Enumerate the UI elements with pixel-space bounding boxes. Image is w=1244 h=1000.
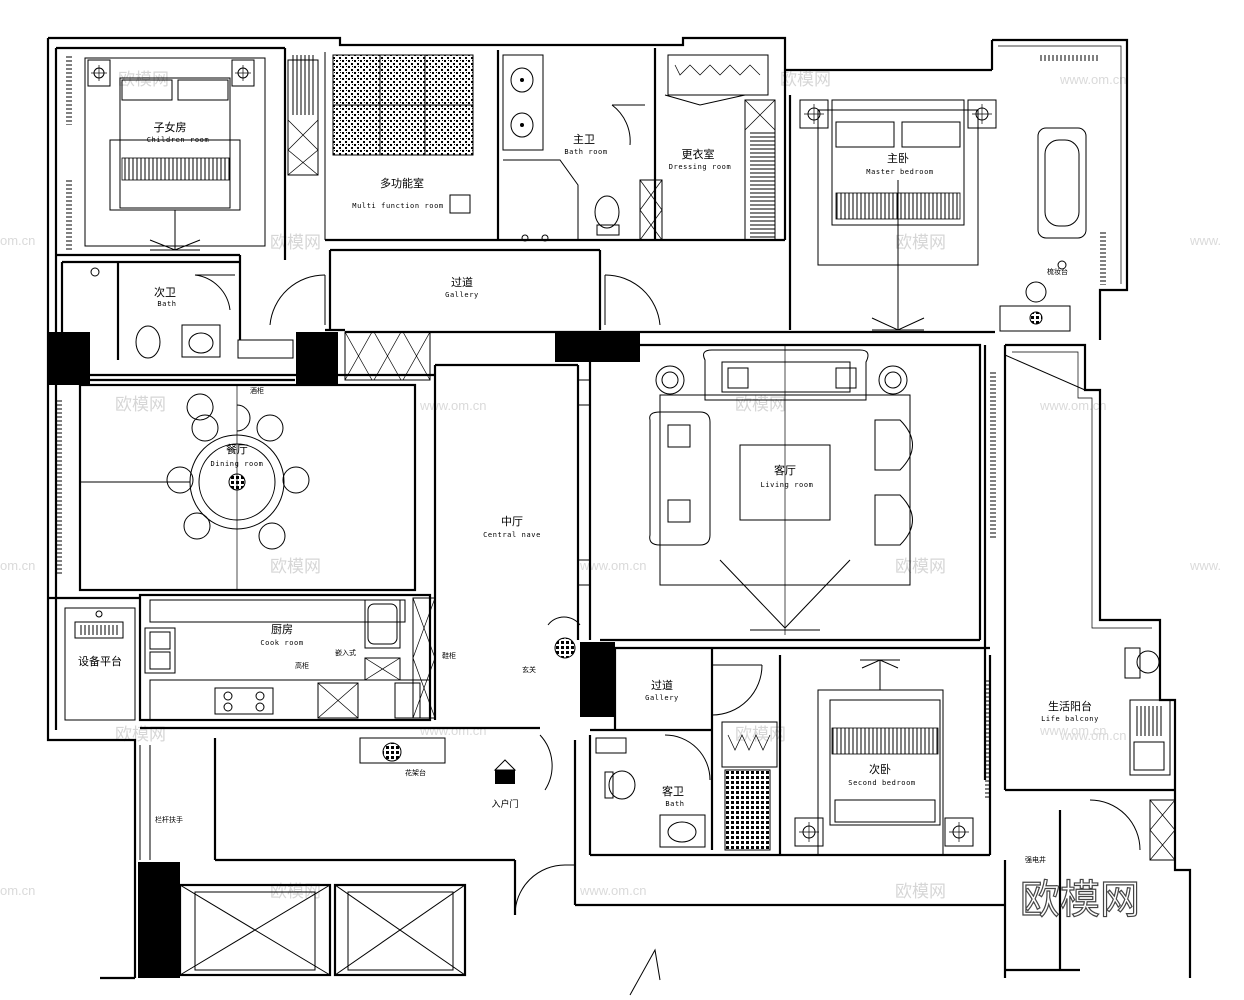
gallery-bottom-label: 过道 [651, 678, 673, 692]
svg-text:www.om.cn: www.om.cn [419, 723, 486, 738]
site-watermark: www.om.cn [1059, 728, 1126, 743]
walls [46, 36, 1192, 996]
multi-function-room-en-label: Multi function room [352, 202, 443, 210]
guest-bath: 客卫 Bath [595, 721, 778, 851]
svg-text:欧模网: 欧模网 [780, 70, 831, 90]
guest-bath-label: 客卫 [662, 784, 684, 798]
elevator-note: 强电井 [1025, 855, 1046, 864]
children-room-label: 子女房 [154, 120, 187, 134]
gallery-top: 过道 Gallery [269, 274, 661, 381]
dressing-room-en-label: Dressing room [669, 163, 732, 171]
svg-text:www.om.cn: www.om.cn [1059, 72, 1126, 87]
svg-text:www.om.cn: www.om.cn [1039, 723, 1106, 738]
svg-text:om.cn: om.cn [0, 558, 35, 573]
svg-text:欧模网: 欧模网 [270, 233, 321, 253]
entry: 栏杆扶手 花架台 入户门 [139, 734, 575, 916]
wine-cabinet-note: 酒柜 [250, 386, 264, 395]
second-bedroom-label: 次卧 [869, 762, 891, 776]
central-nave: 玄关 中厅 Central nave [483, 379, 591, 674]
equipment-platform: 设备平台 [74, 610, 124, 668]
svg-text:欧模网: 欧模网 [895, 882, 946, 902]
svg-text:欧模网: 欧模网 [735, 725, 786, 745]
brand-watermark: 欧模网 [1020, 877, 1140, 923]
gallery-bottom-en-label: Gallery [645, 694, 679, 702]
central-nave-en-label: Central nave [483, 531, 541, 539]
plant-stand-note: 花架台 [405, 768, 426, 777]
svg-text:欧模网: 欧模网 [895, 233, 946, 253]
svg-text:www.om.cn: www.om.cn [1039, 398, 1106, 413]
master-bedroom-label: 主卧 [887, 152, 909, 165]
multi-function-room-label: 多功能室 [380, 176, 424, 190]
master-bedroom-en-label: Master bedroom [866, 168, 933, 176]
living-room-en-label: Living room [761, 481, 814, 489]
life-balcony-label: 生活阳台 [1048, 699, 1092, 713]
svg-text:om.cn: om.cn [0, 883, 35, 898]
equipment-platform-label: 设备平台 [78, 654, 122, 668]
life-balcony: 强电井 生活阳台 Life balcony [1004, 354, 1176, 864]
gallery-top-en-label: Gallery [445, 291, 479, 299]
master-bedroom: 梳妆台 主卧 Master bedroom [799, 99, 1087, 332]
kitchen-en-label: Cook room [260, 639, 303, 647]
children-room-en-label: Children room [147, 136, 210, 144]
second-bath-en-label: Bath [157, 300, 176, 308]
master-bath-en-label: Bath room [564, 148, 607, 156]
tall-cabinet-note: 高柜 [295, 661, 309, 670]
dressing-room-label: 更衣室 [682, 147, 715, 161]
porch-note: 玄关 [522, 665, 536, 674]
living-room: 客厅 Living room [649, 345, 913, 635]
svg-text:欧模网: 欧模网 [895, 557, 946, 577]
second-bath-label: 次卫 [154, 285, 176, 299]
second-bath: 次卫 Bath [90, 267, 294, 359]
svg-text:om.cn: om.cn [0, 233, 35, 248]
dressing-room: 更衣室 Dressing room [639, 54, 776, 241]
guest-bath-en-label: Bath [665, 800, 684, 808]
living-room-label: 客厅 [774, 463, 796, 477]
entrance-label: 入户门 [491, 798, 518, 810]
svg-text:www.om.cn: www.om.cn [579, 883, 646, 898]
kitchen-label: 厨房 [271, 623, 293, 636]
dining-room: 酒柜 餐厅 Dining room [80, 385, 310, 590]
gallery-top-label: 过道 [451, 275, 473, 289]
structural-columns [48, 332, 640, 978]
gallery-bottom: 过道 Gallery [645, 664, 763, 716]
second-bedroom-en-label: Second bedroom [848, 779, 915, 787]
svg-text:www.: www. [1189, 233, 1221, 248]
svg-text:欧模网: 欧模网 [735, 395, 786, 415]
multi-function-room: 多功能室 Multi function room [332, 54, 474, 214]
svg-text:www.om.cn: www.om.cn [579, 558, 646, 573]
master-bath-label: 主卫 [573, 133, 595, 146]
kitchen: 高柜 嵌入式 鞋柜 厨房 Cook room [144, 597, 456, 721]
dining-room-en-label: Dining room [211, 460, 264, 468]
central-nave-label: 中厅 [501, 515, 523, 528]
children-room: 子女房 Children room [84, 57, 319, 251]
shoe-cabinet-note: 鞋柜 [442, 651, 456, 660]
svg-text:欧模网: 欧模网 [270, 557, 321, 577]
railing-note: 栏杆扶手 [155, 815, 183, 824]
svg-text:www.om.cn: www.om.cn [419, 398, 486, 413]
life-balcony-en-label: Life balcony [1041, 715, 1099, 723]
svg-text:www.: www. [1189, 558, 1221, 573]
dining-room-label: 餐厅 [226, 442, 248, 456]
svg-text:欧模网: 欧模网 [115, 395, 166, 415]
master-bath: 主卫 Bath room [502, 54, 645, 242]
second-bedroom: 次卧 Second bedroom [794, 659, 974, 856]
dressing-table-note: 梳妆台 [1047, 267, 1068, 276]
built-in-note: 嵌入式 [335, 648, 356, 657]
windows [56, 55, 1106, 800]
